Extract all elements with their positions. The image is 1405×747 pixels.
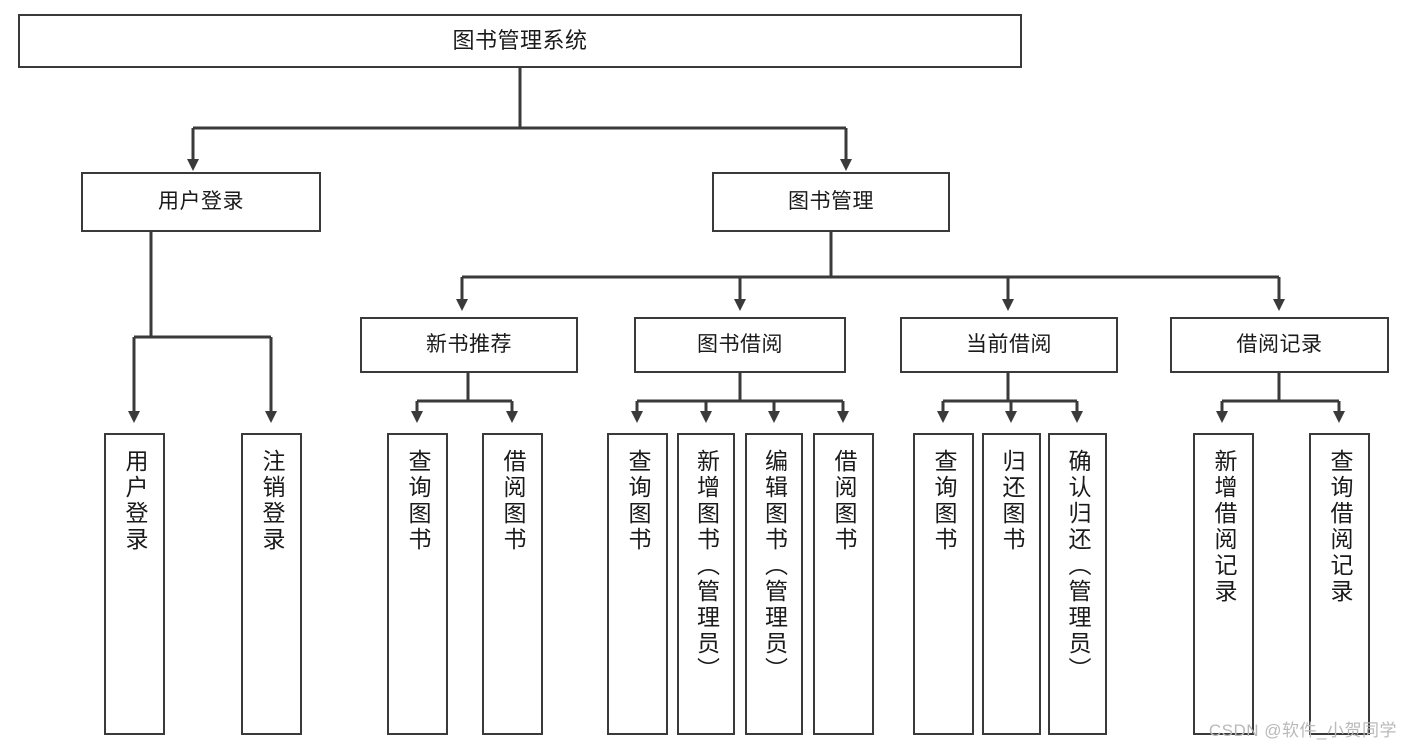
node-user-login[interactable]: 用户登录 [81, 172, 321, 232]
leaf-logout[interactable]: 注销登录 [241, 433, 302, 735]
leaf-user-login[interactable]: 用户登录 [104, 433, 165, 735]
node-label: 借阅图书 [831, 449, 857, 553]
node-label: 图书借阅 [697, 333, 783, 357]
node-book-borrow[interactable]: 图书借阅 [634, 317, 846, 373]
node-label: 新增借阅记录 [1211, 449, 1237, 605]
leaf-add-borrow-record[interactable]: 新增借阅记录 [1193, 433, 1254, 735]
node-label: 新增图书（管理员） [693, 449, 720, 683]
node-label: 确认归还（管理员） [1065, 449, 1091, 683]
leaf-add-book-admin[interactable]: 新增图书（管理员） [677, 433, 735, 735]
leaf-query-book-borrow[interactable]: 查询图书 [607, 433, 668, 735]
node-label: 图书管理 [788, 190, 874, 214]
watermark-text: CSDN @软件_小贺同学 [1208, 721, 1397, 740]
leaf-confirm-return-admin[interactable]: 确认归还（管理员） [1048, 433, 1107, 735]
node-label: 编辑图书（管理员） [761, 449, 788, 683]
node-label: 查询图书 [405, 449, 431, 553]
node-label: 用户登录 [122, 449, 148, 553]
node-label: 注销登录 [259, 449, 285, 553]
node-current-borrow[interactable]: 当前借阅 [900, 317, 1118, 373]
node-label: 查询借阅记录 [1327, 449, 1353, 605]
node-label: 当前借阅 [966, 333, 1052, 357]
node-label: 借阅记录 [1236, 333, 1323, 357]
leaf-query-book-recommend[interactable]: 查询图书 [387, 433, 448, 735]
node-label: 用户登录 [158, 190, 244, 214]
leaf-query-borrow-record[interactable]: 查询借阅记录 [1309, 433, 1370, 735]
node-label: 查询图书 [931, 449, 957, 553]
node-label: 借阅图书 [500, 449, 526, 553]
node-label: 新书推荐 [426, 333, 512, 357]
node-book-management[interactable]: 图书管理 [712, 172, 950, 232]
node-label: 归还图书 [999, 449, 1025, 553]
leaf-edit-book-admin[interactable]: 编辑图书（管理员） [745, 433, 803, 735]
node-new-book-recommend[interactable]: 新书推荐 [360, 317, 578, 373]
leaf-borrow-book-recommend[interactable]: 借阅图书 [482, 433, 543, 735]
node-label: 查询图书 [625, 449, 651, 553]
node-root-system[interactable]: 图书管理系统 [18, 14, 1022, 68]
leaf-borrow-book[interactable]: 借阅图书 [813, 433, 874, 735]
leaf-return-book[interactable]: 归还图书 [982, 433, 1041, 735]
leaf-query-book-current[interactable]: 查询图书 [913, 433, 974, 735]
node-borrow-record[interactable]: 借阅记录 [1170, 317, 1389, 373]
node-label: 图书管理系统 [452, 27, 588, 53]
